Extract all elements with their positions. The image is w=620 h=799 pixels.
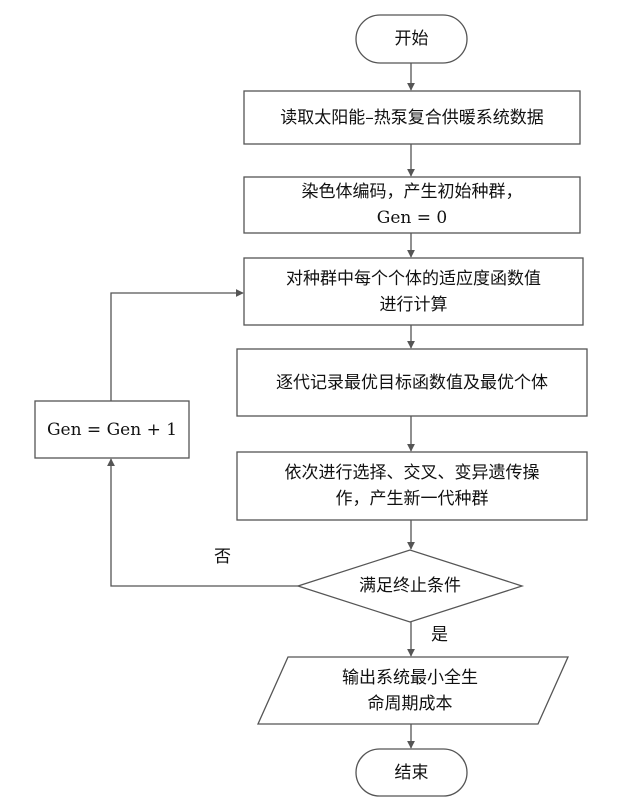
encode-box: [243, 176, 581, 234]
operators-box: [236, 451, 588, 521]
arrow-condition-to-increment: [107, 458, 298, 587]
condition-diamond: [295, 549, 525, 623]
read-data-box: [243, 90, 581, 145]
increment-box: [34, 400, 190, 459]
end-terminal: [355, 748, 468, 797]
record-box: [236, 348, 588, 417]
start-terminal: [355, 14, 468, 64]
yes-branch-label: 是: [431, 625, 448, 645]
arrow-increment-to-fitness: [110, 289, 244, 401]
fitness-box: [243, 257, 584, 326]
output-parallelogram: [256, 656, 570, 725]
no-branch-label: 否: [214, 547, 231, 567]
